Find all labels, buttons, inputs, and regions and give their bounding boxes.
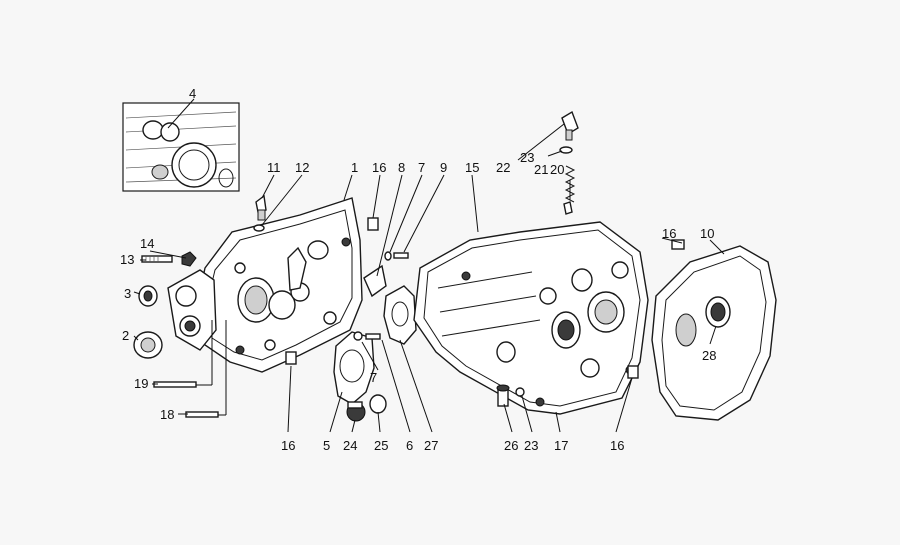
gasket-27	[383, 285, 417, 345]
left-housing	[167, 197, 363, 373]
callout-24: 24	[343, 438, 357, 453]
bearing-28	[705, 296, 731, 328]
washer-7-a	[384, 251, 392, 261]
washer-23-b	[515, 387, 525, 397]
callout-19: 19	[134, 376, 148, 391]
callout-12: 12	[295, 160, 309, 175]
callout-28: 28	[702, 348, 716, 363]
callout-25: 25	[374, 438, 388, 453]
bolt-26	[496, 384, 510, 407]
callout-2: 2	[122, 328, 129, 343]
callout-26: 26	[504, 438, 518, 453]
callout-18: 18	[160, 407, 174, 422]
callout-7-bottom: 7	[370, 370, 377, 385]
callout-1: 1	[351, 160, 358, 175]
callout-17: 17	[554, 438, 568, 453]
callout-22: 22	[496, 160, 510, 175]
callout-10: 10	[700, 226, 714, 241]
seal-ring	[675, 313, 697, 347]
dowel-16-c	[671, 239, 685, 250]
dowel-16-a	[367, 217, 379, 231]
callout-16-left: 16	[281, 438, 295, 453]
callouts: 4 11 12 1 16 8 7 9 15 22 23 21 20 14 13 …	[120, 86, 716, 453]
callout-27: 27	[424, 438, 438, 453]
callout-11: 11	[267, 160, 281, 175]
callout-13: 13	[120, 252, 134, 267]
washer-23-a	[559, 146, 573, 154]
sensor-11	[255, 194, 267, 221]
screw-19	[153, 381, 197, 388]
bearing-3	[138, 285, 158, 307]
callout-6: 6	[406, 438, 413, 453]
washer-7-b	[353, 331, 363, 341]
callout-16-center: 16	[610, 438, 624, 453]
callout-7-top: 7	[418, 160, 425, 175]
bolt-13	[141, 255, 173, 263]
nut-14	[181, 251, 197, 267]
center-housing	[413, 221, 649, 415]
callout-3: 3	[124, 286, 131, 301]
inset-detail	[122, 102, 240, 192]
dowel-16-b	[285, 351, 297, 365]
callout-9: 9	[440, 160, 447, 175]
callout-21: 21	[534, 162, 548, 177]
screw-18	[185, 411, 219, 418]
callout-16-top: 16	[372, 160, 386, 175]
plug-24	[346, 401, 366, 422]
dowel-16-d	[627, 365, 639, 379]
bearing-2	[133, 331, 163, 359]
switch-22	[561, 110, 579, 141]
callout-20: 20	[550, 162, 564, 177]
callout-23-bottom: 23	[524, 438, 538, 453]
plate-8	[363, 264, 387, 298]
washer-25	[369, 394, 387, 414]
callout-5: 5	[323, 438, 330, 453]
gasket-5-bore	[339, 349, 365, 383]
leader-lines	[133, 98, 725, 433]
callout-16-right: 16	[662, 226, 676, 241]
callout-4: 4	[189, 86, 196, 101]
bolt-6	[365, 333, 381, 340]
callout-14: 14	[140, 236, 154, 251]
bolt-9	[393, 252, 409, 259]
washer-12	[253, 224, 265, 232]
callout-8: 8	[398, 160, 405, 175]
pin-21	[563, 201, 573, 215]
callout-23-top: 23	[520, 150, 534, 165]
callout-15: 15	[465, 160, 479, 175]
